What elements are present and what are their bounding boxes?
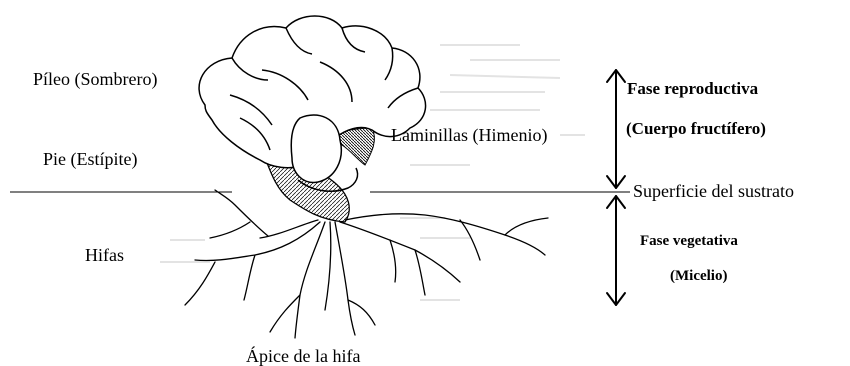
label-stipe: Pie (Estípite) xyxy=(43,150,137,168)
arrow-vegetative xyxy=(607,196,625,305)
arrow-reproductive xyxy=(607,70,625,188)
label-substrate-surface: Superficie del sustrato xyxy=(633,182,794,200)
label-hyphae: Hifas xyxy=(85,246,124,264)
label-mycelium: (Micelio) xyxy=(670,269,727,284)
label-vegetative-phase: Fase vegetativa xyxy=(640,234,738,249)
label-reproductive-phase: Fase reproductiva xyxy=(627,80,758,97)
label-gills: Laminillas (Himenio) xyxy=(391,126,547,144)
hyphae-mycelium xyxy=(185,190,548,338)
pileus-cap xyxy=(199,16,426,191)
label-fruiting-body: (Cuerpo fructífero) xyxy=(626,120,766,137)
label-hypha-apex: Ápice de la hifa xyxy=(246,347,360,365)
label-pileus: Píleo (Sombrero) xyxy=(33,70,157,88)
